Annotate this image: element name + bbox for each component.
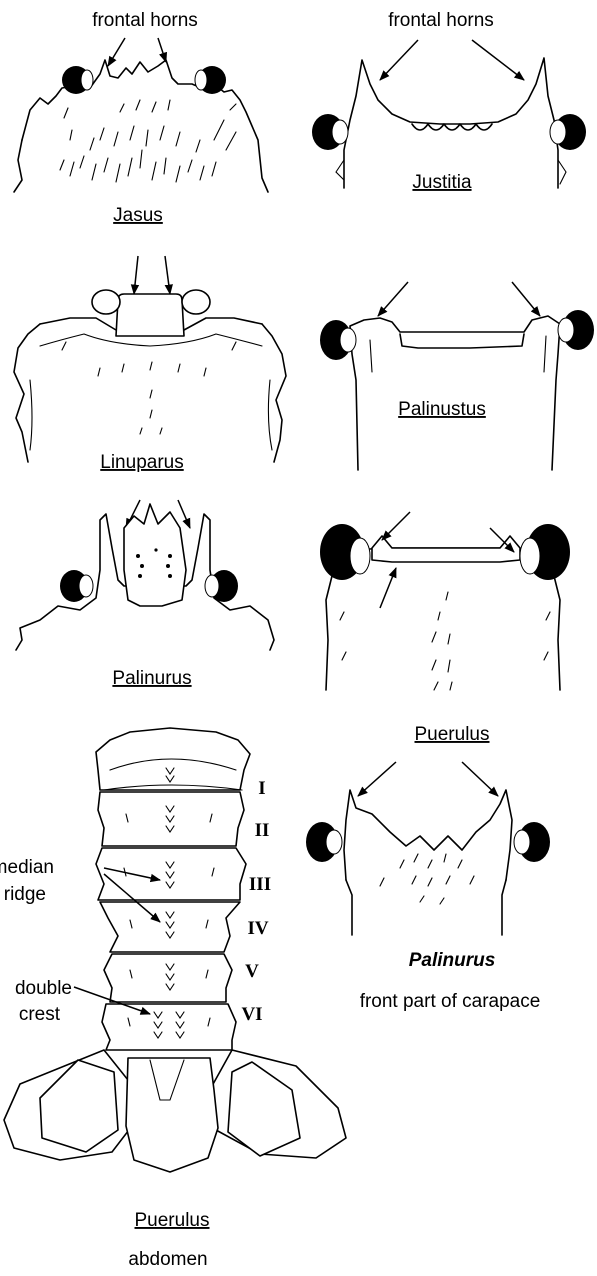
linuparus-label: Linuparus xyxy=(100,452,183,473)
jasus-drawing: frontal horns xyxy=(14,10,268,192)
palinurus-drawing xyxy=(16,500,274,650)
segment-label-6: VI xyxy=(241,1004,262,1025)
front-part-label: front part of carapace xyxy=(360,991,541,1012)
puerulus-abdomen-label: Puerulus xyxy=(135,1210,210,1231)
frontal-horns-label-right: frontal horns xyxy=(388,10,494,31)
palinurus-bold-label: Palinurus xyxy=(409,950,496,971)
segment-label-3: III xyxy=(249,874,271,895)
frontal-horns-label-left: frontal horns xyxy=(92,10,198,31)
palinustus-drawing xyxy=(320,282,594,470)
justitia-drawing: frontal horns xyxy=(312,10,586,188)
median-label-line1: median xyxy=(0,857,54,878)
palinurus-label: Palinurus xyxy=(112,668,191,689)
segment-label-4: IV xyxy=(247,918,268,939)
linuparus-drawing xyxy=(14,256,286,462)
puerulus-abdomen-drawing xyxy=(4,728,346,1172)
palinustus-label: Palinustus xyxy=(398,399,486,420)
puerulus-head-label: Puerulus xyxy=(415,724,490,745)
double-label-line2: crest xyxy=(19,1004,61,1025)
segment-label-2: II xyxy=(255,820,270,841)
palinurus-front-drawing xyxy=(306,762,550,935)
segment-label-1: I xyxy=(258,778,265,799)
jasus-label: Jasus xyxy=(113,205,163,226)
double-label-line1: double xyxy=(15,978,72,999)
puerulus-head-drawing xyxy=(320,512,570,690)
abdomen-label: abdomen xyxy=(128,1249,207,1270)
median-label-line2: ridge xyxy=(4,884,46,905)
justitia-label: Justitia xyxy=(412,172,472,193)
segment-label-5: V xyxy=(245,961,259,982)
